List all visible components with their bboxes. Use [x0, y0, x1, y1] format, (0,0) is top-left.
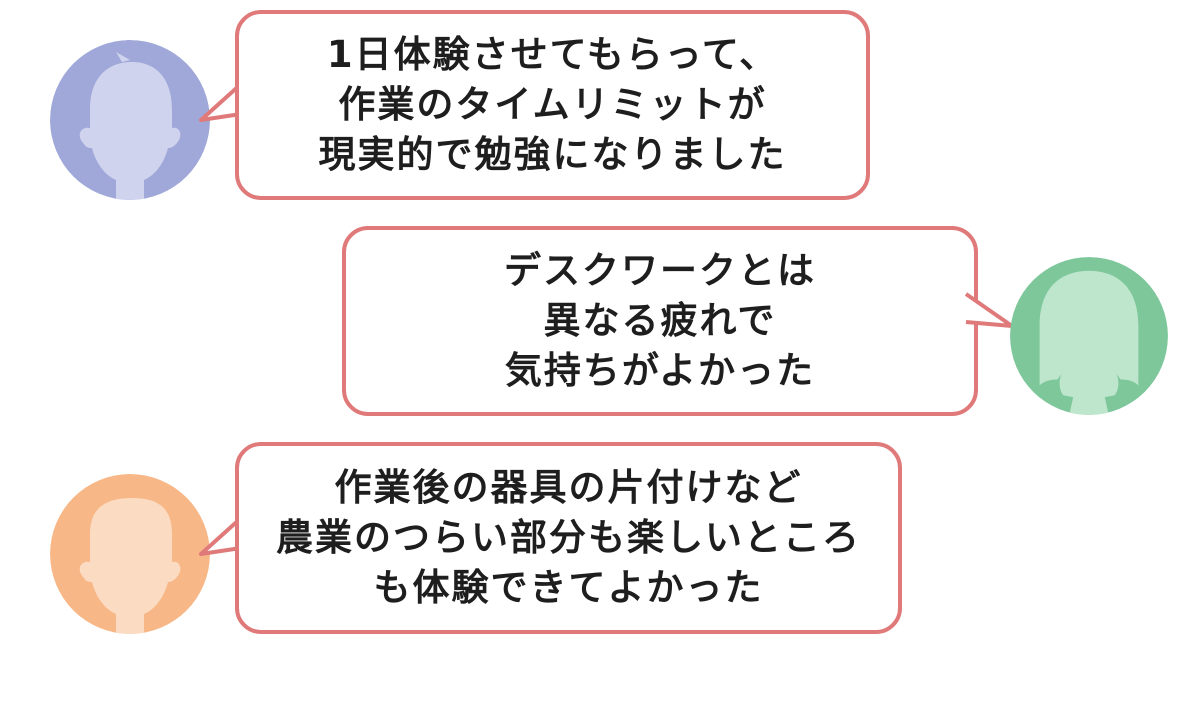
female-silhouette-icon [1010, 257, 1168, 415]
male-silhouette-icon [50, 474, 210, 634]
bubble-text-line: 異なる疲れで [543, 299, 777, 342]
speech-bubble-1: 1日体験させてもらって、 作業のタイムリミットが 現実的で勉強になりました [235, 10, 870, 200]
bubble-text-line: 現実的で勉強になりました [318, 133, 787, 176]
speech-bubble-2: デスクワークとは 異なる疲れで 気持ちがよかった [342, 226, 978, 416]
bubble-text-line: デスクワークとは [504, 249, 816, 292]
bubble-text-line: 作業のタイムリミットが [338, 83, 767, 126]
speech-bubble-3: 作業後の器具の片付けなど 農業のつらい部分も楽しいところ も体験できてよかった [235, 442, 902, 634]
avatar-female-green [1010, 257, 1168, 415]
bubble-text-line: 1日体験させてもらって、 [326, 33, 779, 76]
bubble-text-line: 作業後の器具の片付けなど [334, 466, 803, 509]
bubble-tail-3 [199, 516, 243, 556]
bubble-text-line: 農業のつらい部分も楽しいところ [276, 516, 861, 559]
bubble-tail-1 [199, 82, 243, 122]
bubble-text-line: も体験できてよかった [373, 566, 764, 609]
bubble-text-line: 気持ちがよかった [504, 349, 816, 392]
avatar-male-blue [50, 40, 210, 200]
male-silhouette-icon [50, 40, 210, 200]
avatar-male-orange [50, 474, 210, 634]
